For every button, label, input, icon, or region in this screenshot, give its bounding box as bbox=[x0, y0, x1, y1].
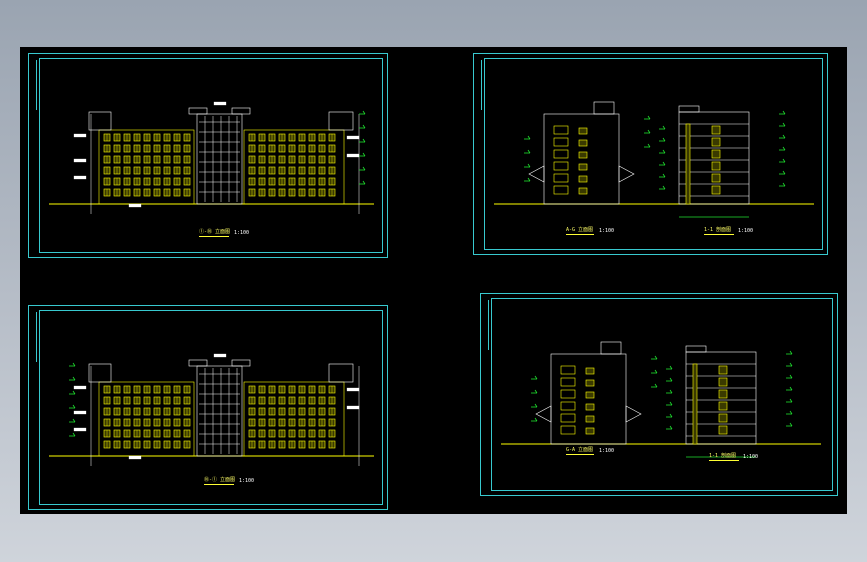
caption-underline bbox=[204, 484, 234, 485]
section-scale: 1:100 bbox=[738, 228, 754, 234]
drawing-caption: G-A 立面图 bbox=[566, 447, 594, 453]
caption-underline bbox=[704, 234, 734, 235]
drawing-sheet-front-elevation[interactable]: ①-⑩ 立面图 1:100 bbox=[28, 53, 388, 258]
caption-underline bbox=[566, 454, 594, 455]
drawing-sheet-rear-elevation[interactable]: ⑩-① 立面图 1:100 bbox=[28, 305, 388, 510]
canopy bbox=[625, 405, 642, 423]
drawing-sheet-side-elevation-section-2[interactable]: G-A 立面图 1:100 1-1 剖面图 1:100 bbox=[480, 293, 838, 496]
rear-elevation-drawing bbox=[49, 353, 374, 466]
side-elevation-drawing-2 bbox=[501, 341, 821, 458]
facade bbox=[49, 101, 374, 214]
sheet-border bbox=[484, 58, 823, 250]
drawing-scale: 1:100 bbox=[599, 228, 615, 234]
caption-underline bbox=[709, 460, 739, 461]
section-caption: 1-1 剖面图 bbox=[704, 227, 732, 233]
drawing-scale: 1:100 bbox=[599, 448, 615, 454]
sheet-border bbox=[491, 298, 833, 491]
drawing-caption: ①-⑩ 立面图 bbox=[199, 229, 231, 235]
sheet-border bbox=[39, 310, 383, 505]
side-elevation bbox=[494, 101, 814, 218]
title-block-strip bbox=[31, 312, 37, 362]
canopy bbox=[618, 165, 635, 183]
side-elevation-drawing bbox=[494, 101, 814, 218]
facade bbox=[49, 353, 374, 466]
front-elevation-drawing bbox=[49, 101, 374, 214]
canopy bbox=[528, 165, 545, 183]
drawing-caption: A-G 立面图 bbox=[566, 227, 594, 233]
title-block-strip bbox=[31, 60, 37, 110]
side-elevation bbox=[501, 341, 821, 458]
drawing-caption: ⑩-① 立面图 bbox=[204, 477, 236, 483]
title-block-strip bbox=[476, 60, 482, 110]
drawing-scale: 1:100 bbox=[239, 478, 255, 484]
drawing-scale: 1:100 bbox=[234, 230, 250, 236]
title-block-strip bbox=[483, 300, 489, 350]
caption-underline bbox=[566, 234, 594, 235]
section-caption: 1-1 剖面图 bbox=[709, 453, 737, 459]
drawing-viewport[interactable]: ①-⑩ 立面图 1:100 A-G 立面图 1:100 1-1 剖面图 1:10… bbox=[20, 47, 847, 514]
drawing-sheet-side-elevation-section[interactable]: A-G 立面图 1:100 1-1 剖面图 1:100 bbox=[473, 53, 828, 255]
caption-underline bbox=[199, 236, 229, 237]
sheet-border bbox=[39, 58, 383, 253]
canopy bbox=[535, 405, 552, 423]
section-scale: 1:100 bbox=[743, 454, 759, 460]
